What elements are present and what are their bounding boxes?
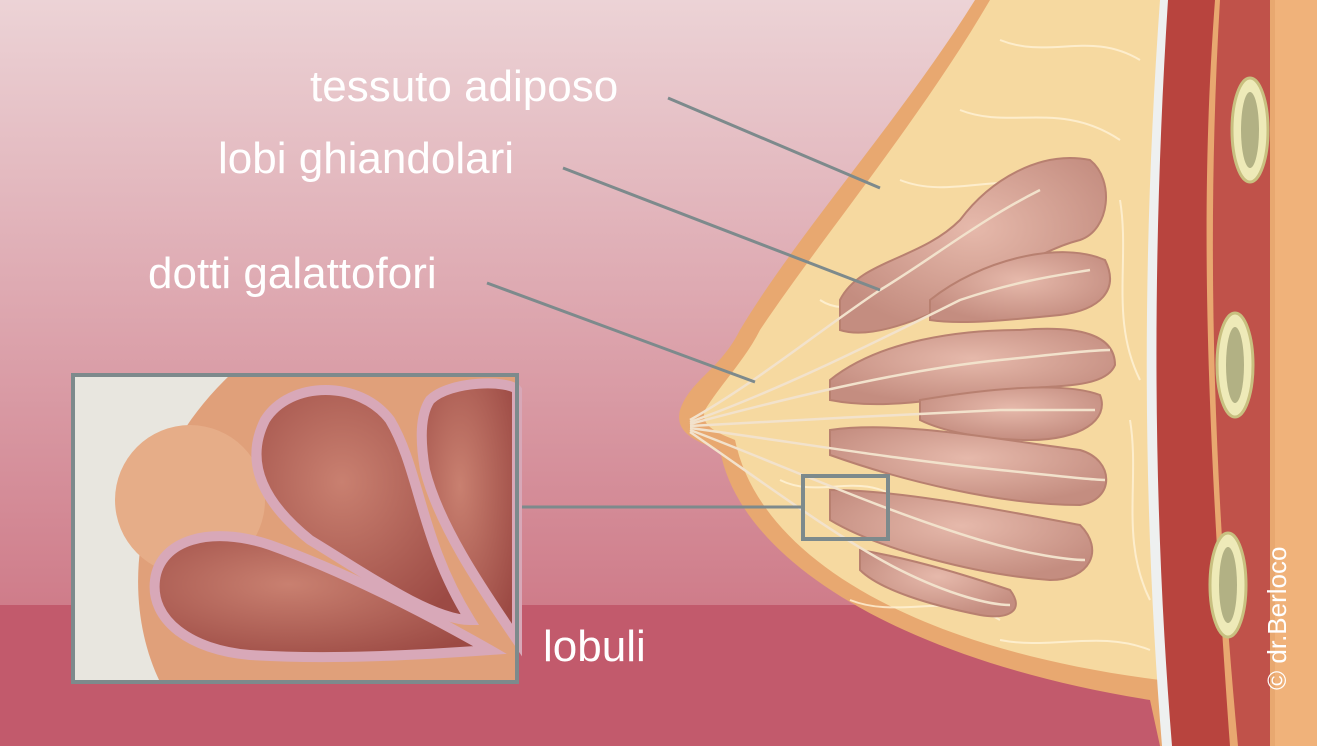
leader-line-adipose	[667, 96, 881, 190]
label-glandular-lobes: lobi ghiandolari	[218, 134, 514, 183]
milk-ducts	[689, 188, 1111, 607]
inset-frame	[71, 373, 519, 684]
lobule-inset	[71, 373, 522, 684]
zoom-box	[801, 474, 890, 541]
label-adipose-tissue: tessuto adiposo	[310, 62, 619, 111]
lobule-sac	[416, 378, 522, 657]
fascia	[1146, 0, 1172, 746]
lobule-sac	[149, 531, 507, 663]
leader-line-ducts	[486, 281, 756, 384]
leader-lines	[486, 96, 881, 509]
lobule-sac	[251, 385, 480, 626]
body-skin	[1270, 0, 1317, 746]
label-milk-ducts: dotti galattofori	[148, 249, 437, 298]
label-lobules: lobuli	[543, 622, 646, 671]
leader-line-lobes	[562, 166, 881, 292]
copyright-credit: © dr.Berloco	[1262, 546, 1292, 690]
lobe	[929, 251, 1111, 324]
